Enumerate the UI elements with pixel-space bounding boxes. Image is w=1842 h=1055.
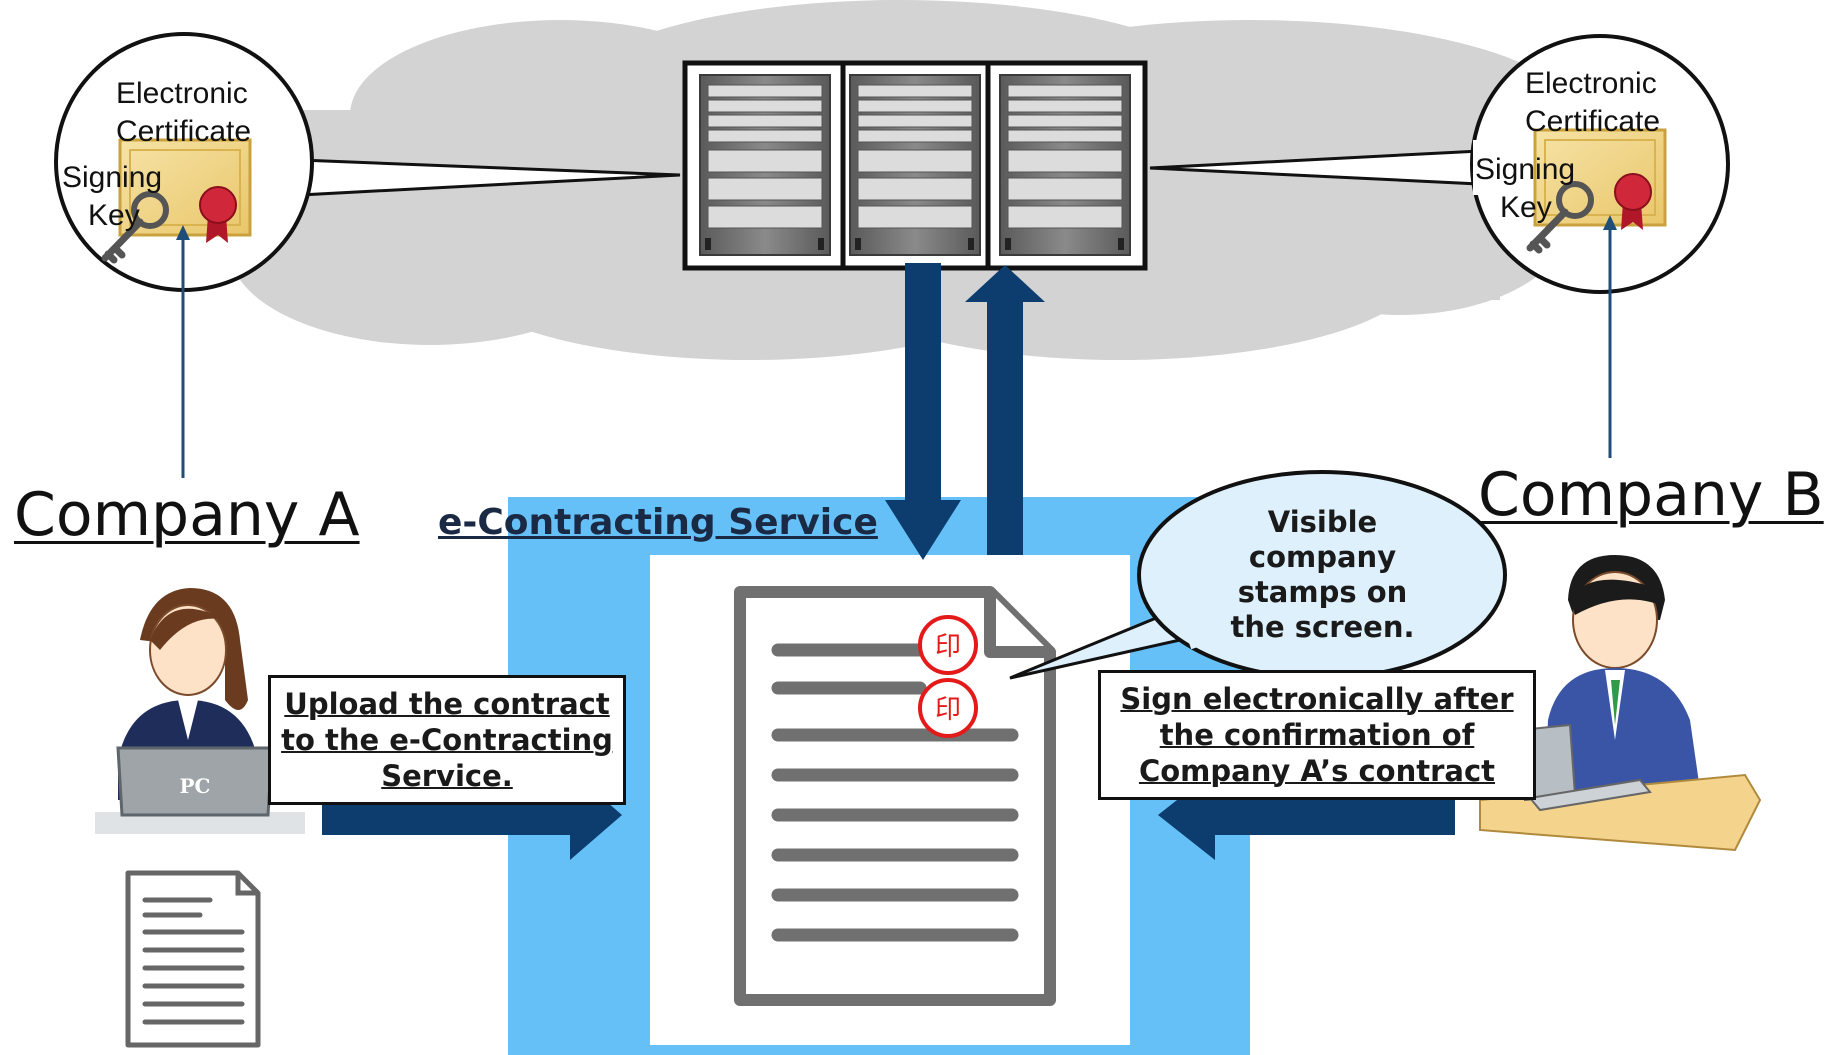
upload-callout-line3: Service.: [381, 759, 513, 793]
server-rack-icon: [999, 74, 1131, 256]
service-title: e-Contracting Service: [438, 502, 878, 543]
key-icon: [1526, 181, 1594, 254]
upload-callout-line2: to the e-Contracting: [281, 723, 613, 757]
document-icon: [125, 870, 261, 1048]
right-key-label-line1: Signing: [1475, 153, 1576, 186]
left-key-label-line1: Signing: [62, 161, 163, 194]
sign-callout-line3: Company A’s contract: [1138, 754, 1496, 788]
right-cert-title-line2: Certificate: [1525, 105, 1661, 138]
upload-callout: Upload the contract to the e-Contracting…: [268, 675, 626, 805]
laptop-icon: PC: [95, 746, 305, 834]
document-icon: [734, 586, 1056, 1006]
company-a-link-line: [176, 225, 190, 478]
server-rack-icon: [699, 74, 831, 256]
stamp-1-text: 印: [935, 632, 961, 662]
left-cert-title-line1: Electronic: [116, 77, 248, 110]
stamps-speech-bubble: [1009, 470, 1507, 680]
sign-callout-line1: Sign electronically after: [1120, 682, 1514, 716]
person-icon: [1545, 555, 1700, 790]
company-b-label: Company B: [1478, 460, 1824, 530]
upload-arrow: [965, 265, 1045, 555]
download-arrow: [885, 263, 961, 560]
company-a-label: Company A: [14, 480, 360, 550]
sign-callout: Sign electronically after the confirmati…: [1098, 670, 1536, 800]
key-icon: [101, 191, 169, 264]
stamps-speech-text: Visible company stamps on the screen.: [1200, 505, 1445, 645]
speech-line4: the screen.: [1230, 610, 1415, 644]
right-key-label-line2: Key: [1500, 191, 1552, 224]
ribbon-seal-icon: [1614, 173, 1652, 230]
upload-callout-line1: Upload the contract: [284, 687, 610, 721]
ribbon-seal-icon: [199, 186, 237, 243]
left-cert-title-line2: Certificate: [116, 115, 252, 148]
stamp-icon: 印: [918, 615, 978, 675]
server-rack-icon: [849, 74, 981, 256]
left-key-label-line2: Key: [88, 199, 140, 232]
stamp-2-text: 印: [935, 695, 961, 725]
company-b-link-line: [1603, 215, 1617, 458]
sign-callout-line2: the confirmation of: [1159, 718, 1475, 752]
speech-line1: Visible: [1267, 505, 1378, 539]
speech-line3: stamps on: [1237, 575, 1408, 609]
stamp-icon: 印: [918, 678, 978, 738]
laptop-label: PC: [180, 774, 211, 798]
right-cert-title-line1: Electronic: [1525, 67, 1657, 100]
speech-line2: company: [1248, 540, 1397, 574]
